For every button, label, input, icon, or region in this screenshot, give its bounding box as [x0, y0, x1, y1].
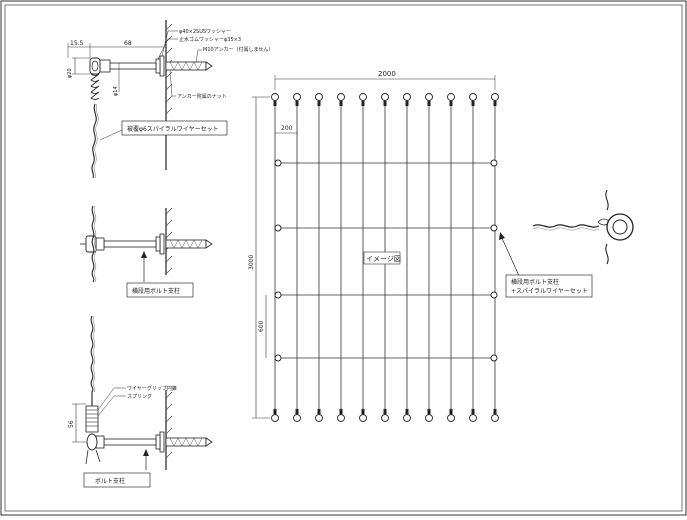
dim-68: 68 — [124, 40, 132, 47]
detail-bottom: 56 ワイヤーグリップ円錐 スプリング ボルト支柱 — [68, 315, 213, 488]
side-ring-bolts — [274, 159, 498, 362]
label-bolt-post: ボルト支柱 — [95, 477, 125, 485]
note-rubber-washer: 止水ゴムワッシャーφ35×3 — [179, 36, 241, 43]
detail-middle: 横段用ボルト支柱 — [80, 205, 213, 298]
bottom-ring-bolts — [271, 414, 499, 422]
ring-bolt-closeup — [532, 189, 634, 265]
dim-pitch-200: 200 — [281, 125, 293, 132]
label-box-spiral-wire — [121, 120, 228, 136]
label-spiral-wire-set: 被覆φ6スパイラルワイヤーセット — [127, 125, 219, 133]
note-anchor: M10アンカー（付属しません） — [203, 46, 273, 53]
note-nut: アンカー附属のナット — [177, 93, 227, 100]
note-washer-sus: φ40×2SUSワッシャー — [179, 29, 231, 35]
dim-height-3000: 3000 — [248, 255, 255, 270]
dim-width-2000: 2000 — [378, 70, 396, 78]
note-spring: スプリング — [127, 393, 152, 400]
note-wire-grip: ワイヤーグリップ円錐 — [127, 385, 177, 392]
dim-phi14: φ14 — [113, 86, 119, 96]
inner-border — [4, 4, 683, 512]
label-horizontal-bolt: 横段用ボルト支柱 — [132, 287, 180, 295]
detail-top: 15.5 68 φ20 φ14 φ40×2SUSワッシャー 止水ゴムワッシャーφ… — [67, 20, 273, 179]
label-box-horizontal-bolt — [126, 282, 194, 298]
callout-box — [505, 274, 593, 298]
dim-phi20: φ20 — [67, 68, 73, 78]
dim-56: 56 — [68, 420, 75, 428]
elevation-view: 2000 200 3000 600 — [248, 70, 593, 422]
callout-line-1: 横段用ボルト支柱 — [511, 278, 559, 286]
image-label: イメージ図 — [366, 255, 401, 263]
callout-line-2: +スパイラルワイヤーセット — [511, 288, 588, 295]
dim-row-600: 600 — [258, 320, 265, 332]
dim-15-5: 15.5 — [70, 40, 84, 47]
image-label-box — [363, 251, 401, 265]
label-box-bolt — [83, 472, 151, 488]
top-ring-bolts — [271, 93, 499, 101]
